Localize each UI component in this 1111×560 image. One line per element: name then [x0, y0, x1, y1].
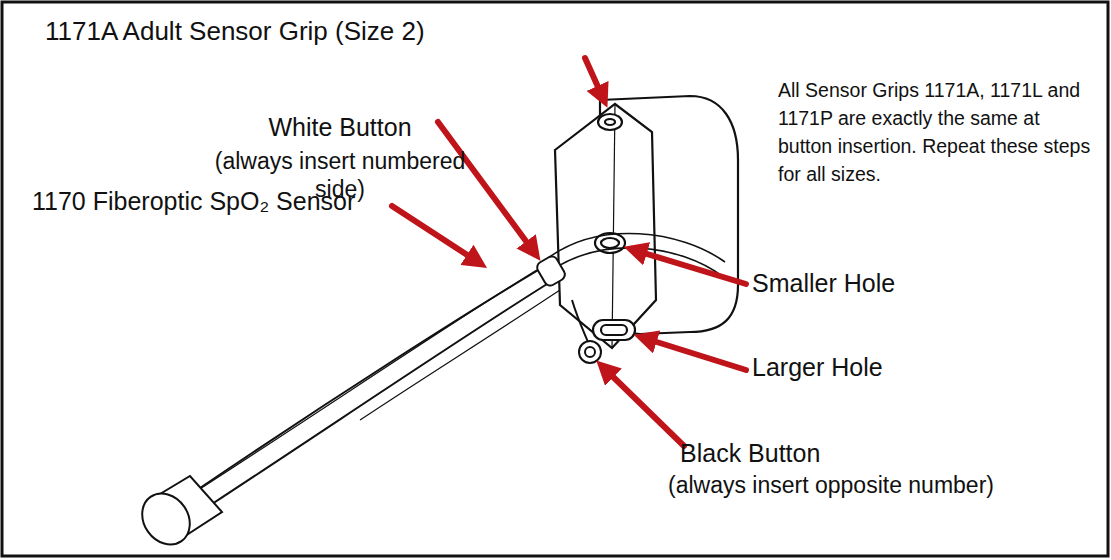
part-label: Black Button	[680, 438, 820, 468]
part-label: 1170 Fiberoptic SpO₂ Sensor	[32, 186, 355, 216]
part-label: 1171A Adult Sensor Grip (Size 2)	[45, 16, 425, 47]
white-button	[535, 254, 567, 288]
note-text: All Sensor Grips 1171A, 1171L and 1171P …	[778, 76, 1096, 188]
leader-arrow	[392, 58, 746, 446]
sensor-grip	[548, 96, 738, 348]
fiber-cable	[192, 262, 566, 504]
part-label: Smaller Hole	[752, 268, 895, 298]
connector-plug	[132, 476, 222, 554]
part-label: White Button	[205, 112, 475, 142]
part-note: (always insert opposite number)	[668, 472, 994, 500]
part-label: Larger Hole	[752, 352, 883, 382]
black-button	[572, 300, 601, 363]
